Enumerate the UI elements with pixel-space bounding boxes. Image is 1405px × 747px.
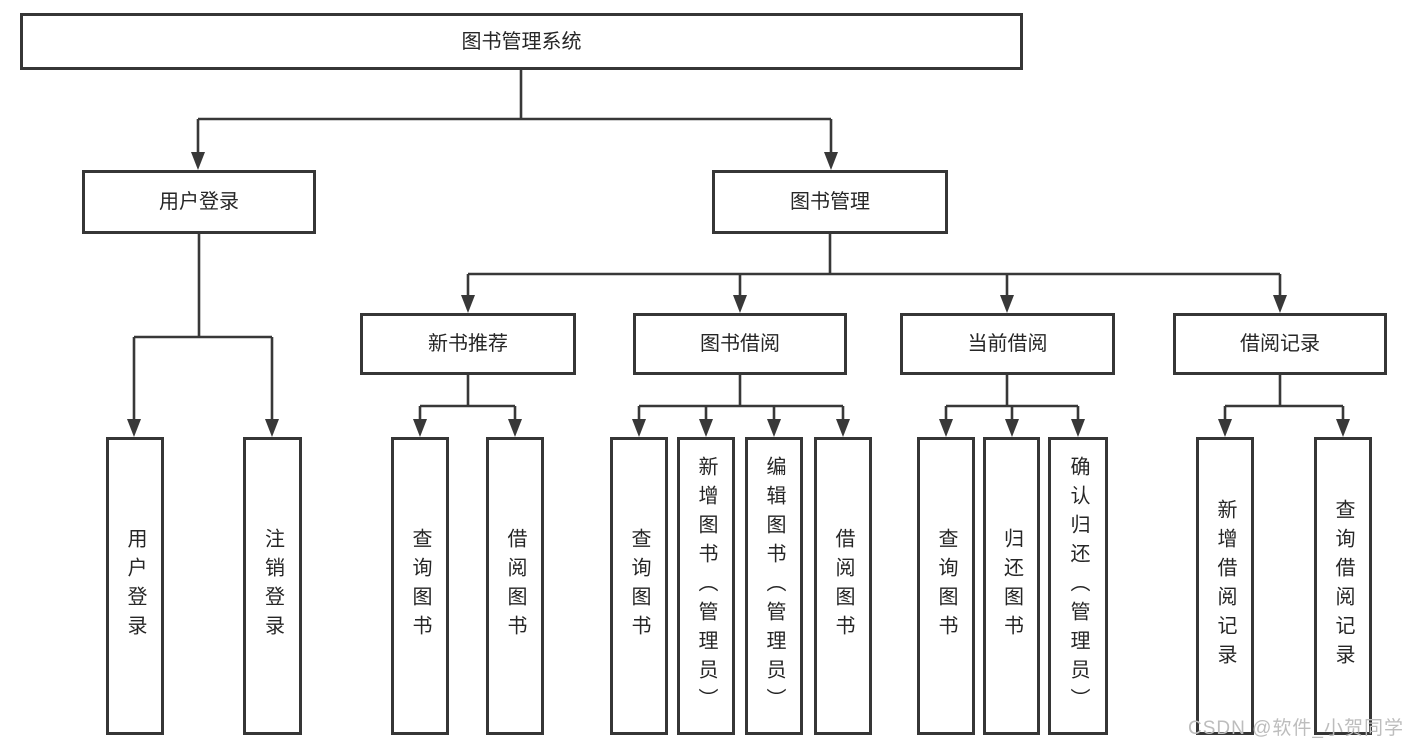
connector-current-borrow-children — [939, 375, 1085, 437]
leaf-return-books: 归还图书 — [983, 437, 1040, 735]
node-label: 新增图书（管理员） — [695, 455, 717, 717]
node-label: 借阅记录 — [1240, 333, 1320, 355]
node-label: 新书推荐 — [428, 333, 508, 355]
leaf-edit-books-admin: 编辑图书（管理员） — [745, 437, 803, 735]
node-label: 查询图书 — [409, 528, 431, 644]
node-label: 用户登录 — [159, 191, 239, 213]
node-label: 图书管理 — [790, 191, 870, 213]
leaf-query-books-recommend: 查询图书 — [391, 437, 449, 735]
leaf-add-books-admin: 新增图书（管理员） — [677, 437, 735, 735]
node-label: 新增借阅记录 — [1214, 499, 1236, 673]
node-label: 用户登录 — [124, 528, 146, 644]
node-label: 归还图书 — [1000, 528, 1023, 644]
node-label: 编辑图书（管理员） — [763, 455, 785, 717]
leaf-confirm-return-admin: 确认归还（管理员） — [1048, 437, 1108, 735]
node-book-management: 图书管理 — [712, 170, 948, 234]
node-label: 图书管理系统 — [461, 30, 582, 53]
node-label: 借阅图书 — [832, 528, 854, 644]
leaf-add-borrow-record: 新增借阅记录 — [1196, 437, 1254, 735]
node-user-login: 用户登录 — [82, 170, 316, 234]
node-label: 查询借阅记录 — [1332, 499, 1354, 673]
leaf-user-login: 用户登录 — [106, 437, 164, 735]
leaf-borrow-books: 借阅图书 — [814, 437, 872, 735]
node-label: 当前借阅 — [967, 333, 1048, 355]
connector-book-borrow-children — [632, 375, 850, 437]
leaf-query-books-borrow: 查询图书 — [610, 437, 668, 735]
node-label: 注销登录 — [261, 528, 284, 644]
leaf-query-borrow-record: 查询借阅记录 — [1314, 437, 1372, 735]
watermark: CSDN @软件_小贺同学 — [1188, 718, 1404, 739]
node-label: 图书借阅 — [700, 333, 780, 355]
connector-root-to-level2 — [191, 70, 838, 170]
leaf-borrow-books-recommend: 借阅图书 — [486, 437, 544, 735]
leaf-logout: 注销登录 — [243, 437, 302, 735]
node-book-management-system: 图书管理系统 — [20, 13, 1023, 70]
connector-new-book-children — [413, 375, 522, 437]
connector-book-management-children — [461, 234, 1287, 313]
node-borrow-records: 借阅记录 — [1173, 313, 1387, 375]
node-label: 查询图书 — [935, 528, 957, 644]
node-new-book-recommend: 新书推荐 — [360, 313, 576, 375]
node-label: 查询图书 — [628, 528, 650, 644]
node-book-borrow: 图书借阅 — [633, 313, 847, 375]
leaf-query-books-current: 查询图书 — [917, 437, 975, 735]
node-label: 确认归还（管理员） — [1067, 455, 1089, 717]
connector-borrow-records-children — [1218, 375, 1350, 437]
node-label: 借阅图书 — [504, 528, 526, 644]
connector-user-login-children — [127, 234, 279, 437]
node-current-borrow: 当前借阅 — [900, 313, 1115, 375]
